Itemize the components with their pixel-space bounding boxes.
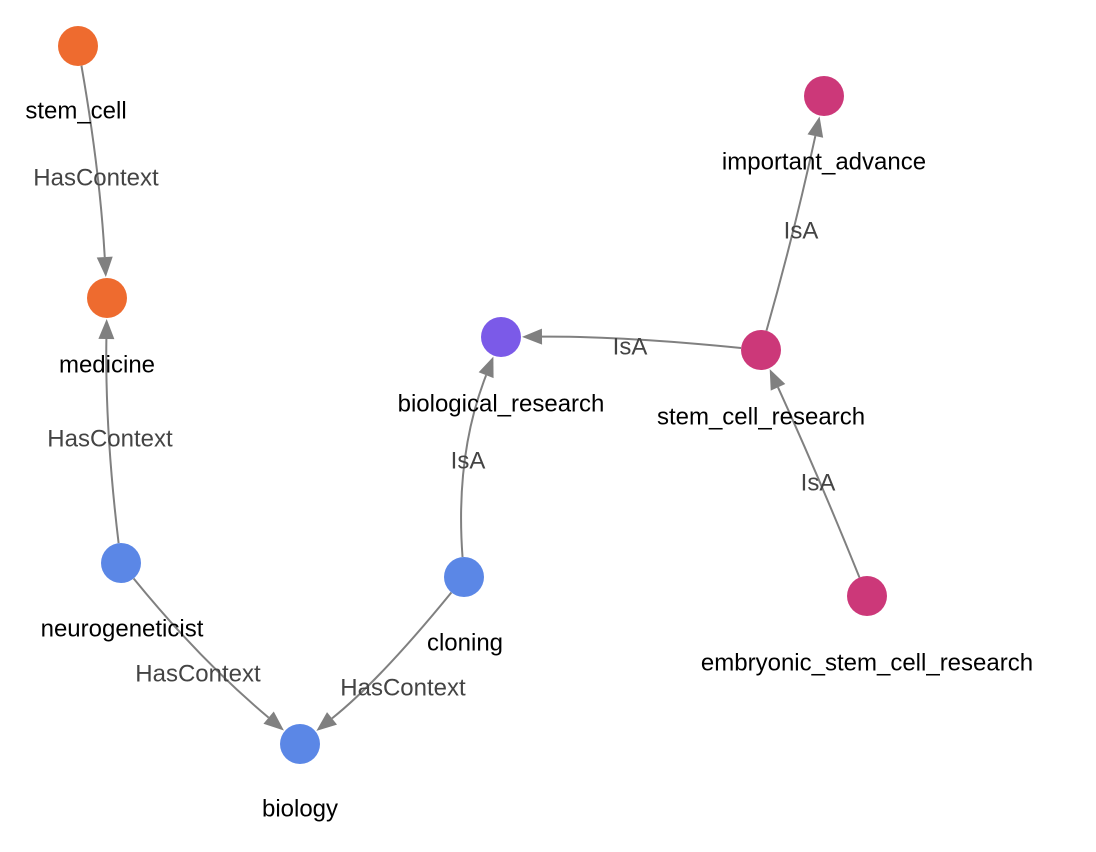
nodes-layer: stem_cell medicine neurogeneticist biology c…: [25, 26, 1033, 822]
edge-neurogeneticist-to-medicine: HasContext: [47, 318, 173, 544]
node-label: biological_research: [398, 390, 605, 417]
node-circle[interactable]: [804, 76, 844, 116]
arrow-head-icon: [769, 369, 786, 391]
node-label: stem_cell_research: [657, 403, 865, 430]
node-label: important_advance: [722, 148, 926, 175]
node-stem_cell[interactable]: stem_cell: [25, 26, 127, 124]
edge-line: [777, 386, 861, 578]
arrow-head-icon: [263, 711, 284, 731]
edge-line: [331, 591, 453, 720]
node-circle[interactable]: [101, 543, 141, 583]
edge-line: [80, 65, 106, 258]
node-biological_research[interactable]: biological_research: [398, 317, 605, 417]
node-important_advance[interactable]: important_advance: [722, 76, 926, 175]
edges-layer: HasContextHasContextHasContextHasContext…: [33, 65, 861, 731]
node-medicine[interactable]: medicine: [59, 278, 155, 378]
node-embryonic_stem_cell_research[interactable]: embryonic_stem_cell_research: [701, 576, 1033, 676]
edge-line: [541, 335, 742, 350]
node-label: stem_cell: [25, 97, 126, 124]
edge-line: [460, 374, 488, 558]
edge-neurogeneticist-to-biology: HasContext: [132, 577, 284, 731]
edge-line: [105, 338, 120, 544]
edge-label: IsA: [613, 333, 648, 360]
edge-label: HasContext: [33, 164, 159, 191]
node-biology[interactable]: biology: [262, 724, 338, 822]
edge-cloning-to-biology: HasContext: [316, 591, 466, 731]
node-circle[interactable]: [847, 576, 887, 616]
edge-line: [132, 577, 270, 719]
node-circle[interactable]: [58, 26, 98, 66]
arrow-head-icon: [316, 712, 338, 731]
node-label: cloning: [427, 629, 503, 656]
edge-label: IsA: [784, 217, 819, 244]
node-label: embryonic_stem_cell_research: [701, 649, 1033, 676]
arrow-head-icon: [98, 318, 115, 340]
arrow-head-icon: [478, 356, 494, 379]
node-label: neurogeneticist: [41, 615, 204, 642]
edge-label: HasContext: [47, 425, 173, 452]
edge-label: HasContext: [340, 674, 466, 701]
edge-label: HasContext: [135, 660, 261, 687]
node-circle[interactable]: [280, 724, 320, 764]
node-circle[interactable]: [741, 330, 781, 370]
edge-embryonic_stem_cell_research-to-stem_cell_research: IsA: [769, 369, 861, 578]
arrow-head-icon: [521, 328, 543, 345]
node-circle[interactable]: [444, 557, 484, 597]
node-circle[interactable]: [481, 317, 521, 357]
edge-stem_cell-to-medicine: HasContext: [33, 65, 159, 278]
node-cloning[interactable]: cloning: [427, 557, 503, 656]
edge-cloning-to-biological_research: IsA: [451, 356, 494, 558]
node-label: medicine: [59, 351, 155, 378]
edge-line: [765, 135, 817, 332]
node-stem_cell_research[interactable]: stem_cell_research: [657, 330, 865, 430]
edge-stem_cell_research-to-biological_research: IsA: [521, 328, 742, 360]
arrow-head-icon: [96, 256, 113, 278]
edge-label: IsA: [801, 469, 836, 496]
edge-stem_cell_research-to-important_advance: IsA: [765, 116, 824, 332]
node-label: biology: [262, 795, 338, 822]
edge-label: IsA: [451, 447, 486, 474]
node-circle[interactable]: [87, 278, 127, 318]
arrow-head-icon: [807, 116, 824, 138]
node-neurogeneticist[interactable]: neurogeneticist: [41, 543, 204, 642]
